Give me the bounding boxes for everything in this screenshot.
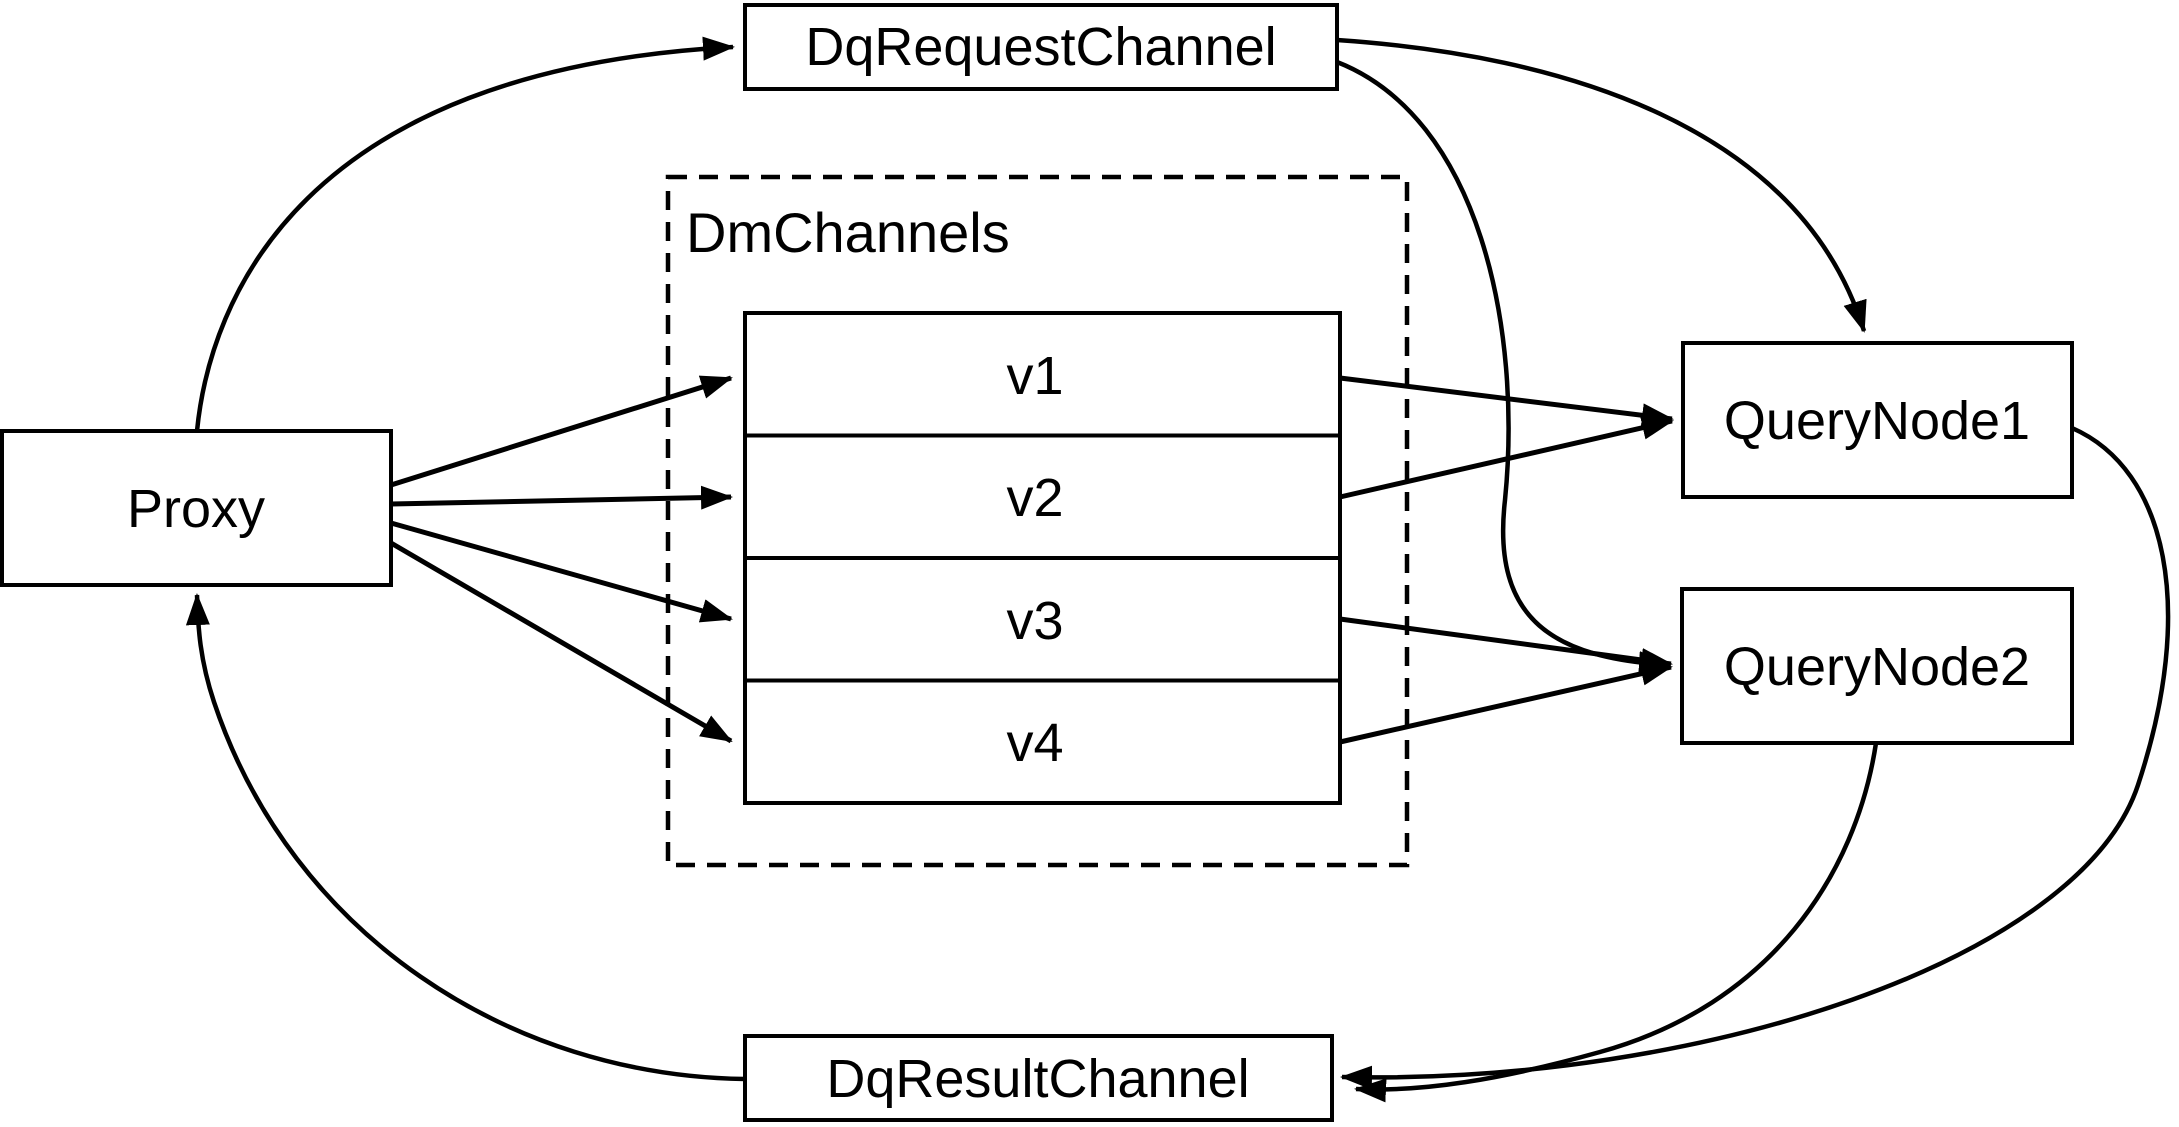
query-node-2-label: QueryNode2 (1724, 637, 2030, 697)
dq-result-channel-box (743, 1034, 1334, 1122)
channel-v2-label: v2 (1006, 468, 1063, 528)
edge-querynode2-to-dqresultchannel (1354, 742, 1879, 1103)
edge-proxy-to-dqrequestchannel (194, 36, 735, 432)
channel-row-v3 (743, 556, 1342, 683)
edge-dqrequestchannel-to-querynode2 (1336, 59, 1671, 676)
edge-dqresultchannel-to-proxy (185, 593, 746, 1082)
dq-request-channel-box (743, 3, 1339, 91)
channel-v1-label: v1 (1006, 346, 1063, 406)
channel-v4-label: v4 (1006, 713, 1063, 773)
dq-result-channel-label: DqResultChannel (826, 1049, 1249, 1109)
channel-row-v1 (743, 311, 1342, 438)
edge-v3-to-querynode2 (1339, 616, 1673, 672)
query-node-1-box (1681, 341, 2074, 499)
dm-channels-group-label: DmChannels (686, 201, 1010, 264)
edge-proxy-to-v1 (390, 375, 733, 488)
proxy-box (0, 429, 393, 587)
dq-request-channel-label: DqRequestChannel (805, 17, 1276, 77)
edge-proxy-to-v4 (389, 540, 733, 744)
edge-v2-to-querynode1 (1339, 415, 1674, 500)
edge-dqrequestchannel-to-querynode1 (1336, 37, 1867, 333)
query-node-1-label: QueryNode1 (1724, 391, 2030, 451)
edge-proxy-to-v3 (390, 520, 733, 623)
proxy-label: Proxy (127, 479, 265, 539)
channel-v3-label: v3 (1006, 591, 1063, 651)
edge-v1-to-querynode1 (1339, 375, 1674, 428)
channel-row-v4 (743, 678, 1342, 805)
edge-proxy-to-v2 (390, 485, 733, 510)
query-node-2-box (1680, 587, 2074, 745)
edge-v4-to-querynode2 (1339, 661, 1673, 745)
edge-querynode1-to-dqresultchannel (1340, 425, 2171, 1090)
